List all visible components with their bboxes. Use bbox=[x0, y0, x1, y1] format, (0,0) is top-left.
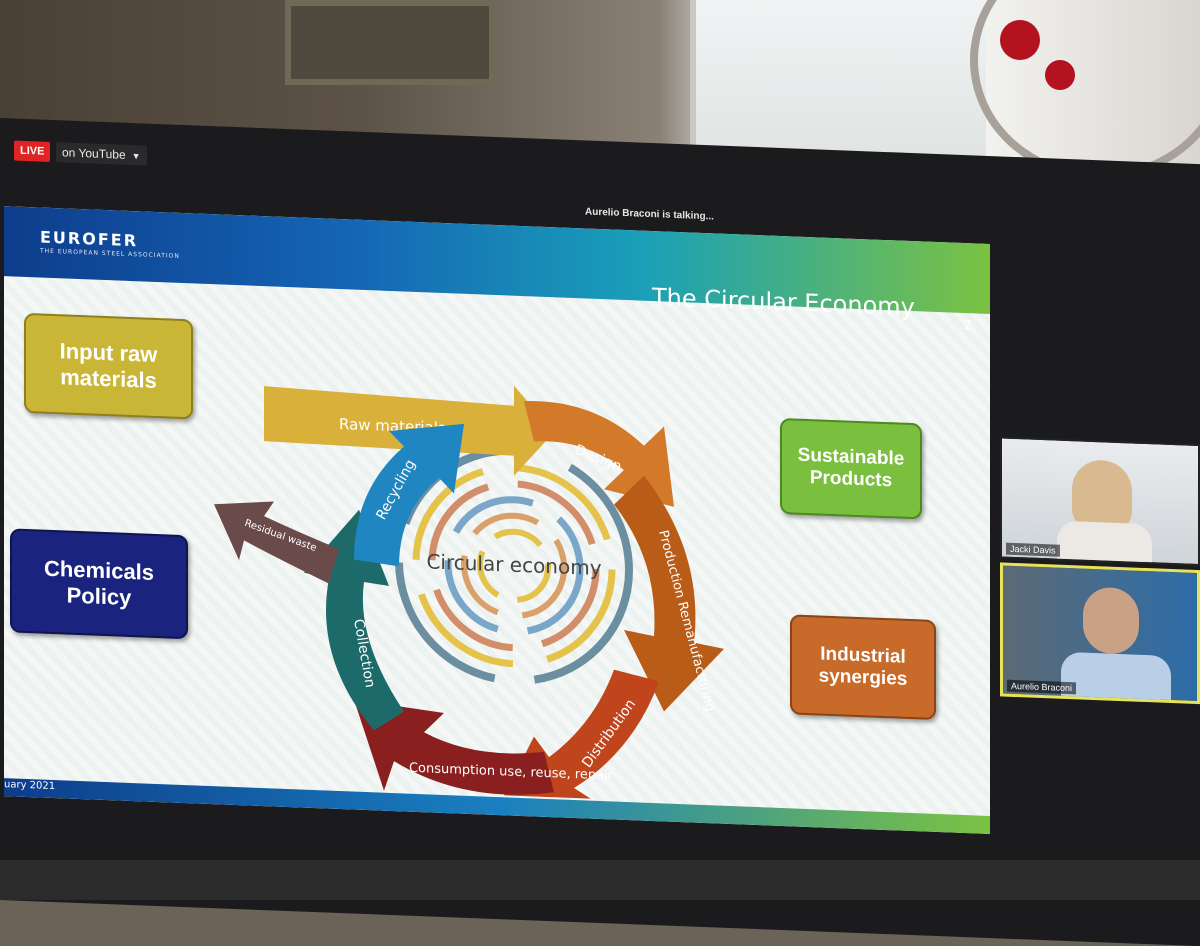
design-arrow bbox=[524, 401, 674, 507]
slide-page-number: 2 bbox=[964, 318, 973, 334]
sustainable-products-box: Sustainable Products bbox=[780, 417, 922, 520]
wall-picture bbox=[285, 0, 495, 85]
industrial-synergies-box: Industrial synergies bbox=[790, 614, 936, 720]
chemicals-policy-box: Chemicals Policy bbox=[10, 528, 188, 640]
sustainable-products-label: Sustainable Products bbox=[797, 444, 905, 492]
monitor-screen: LIVE on YouTube ▼ Aurelio Braconi is talk… bbox=[0, 118, 1200, 946]
participant-videos: Jacki Davis Aurelio Braconi bbox=[1000, 436, 1200, 744]
participant-video-feed bbox=[1083, 586, 1139, 655]
window bbox=[690, 0, 986, 165]
residual-waste-arrow bbox=[214, 501, 339, 584]
speaker-status: Aurelio Braconi is talking... bbox=[585, 206, 714, 223]
monitor-bezel bbox=[0, 860, 1200, 900]
participant-tile-active-speaker[interactable]: Aurelio Braconi bbox=[1000, 562, 1200, 705]
flower bbox=[1045, 60, 1075, 90]
circular-economy-diagram: Circular economy Raw materials Design Pr… bbox=[214, 385, 724, 805]
slide-footer-date: uary 2021 bbox=[4, 779, 56, 793]
participant-shoulders bbox=[1057, 520, 1152, 567]
live-badge[interactable]: LIVE bbox=[14, 140, 51, 162]
participant-name: Aurelio Braconi bbox=[1007, 679, 1077, 695]
input-raw-materials-box: Input raw materials bbox=[24, 312, 193, 420]
participant-name: Jacki Davis bbox=[1006, 542, 1060, 557]
participant-shoulders bbox=[1061, 651, 1171, 705]
stream-target-label: on YouTube bbox=[62, 145, 126, 162]
chemicals-policy-label: Chemicals Policy bbox=[43, 555, 155, 611]
stream-target-dropdown[interactable]: on YouTube ▼ bbox=[56, 142, 147, 166]
industrial-synergies-label: Industrial synergies bbox=[818, 643, 908, 690]
eurofer-logo: EUROFER bbox=[40, 227, 139, 251]
input-raw-materials-label: Input raw materials bbox=[59, 338, 158, 394]
shared-slide: EUROFER THE EUROPEAN STEEL ASSOCIATION T… bbox=[4, 206, 990, 835]
flower bbox=[1000, 20, 1040, 60]
participant-tile[interactable]: Jacki Davis bbox=[1000, 436, 1200, 567]
recycling-arrow bbox=[354, 423, 464, 567]
production-arrow bbox=[614, 475, 724, 712]
chevron-down-icon: ▼ bbox=[131, 151, 141, 162]
consumption-arrow bbox=[354, 699, 554, 795]
